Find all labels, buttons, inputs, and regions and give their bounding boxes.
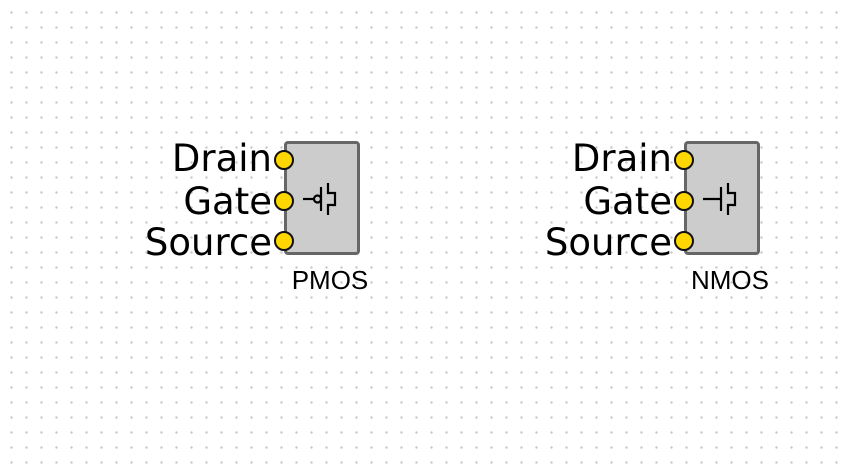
nmos-gate-pin[interactable]: [674, 191, 694, 211]
pin-label-source: Source: [144, 221, 272, 264]
pin-label-source: Source: [544, 221, 672, 264]
nmos-transistor-icon: [703, 183, 737, 215]
pin-label-gate: Gate: [183, 180, 272, 223]
component-label-pmos: PMOS: [291, 265, 369, 295]
pmos-component[interactable]: Drain Gate Source PMOS: [110, 132, 370, 302]
pin-label-drain: Drain: [571, 137, 672, 180]
pmos-transistor-icon: [303, 183, 337, 215]
pin-label-drain: Drain: [171, 137, 272, 180]
pmos-drain-pin[interactable]: [274, 150, 294, 170]
pmos-source-pin[interactable]: [274, 231, 294, 251]
nmos-drain-pin[interactable]: [674, 150, 694, 170]
pin-label-gate: Gate: [583, 180, 672, 223]
nmos-source-pin[interactable]: [674, 231, 694, 251]
nmos-component[interactable]: Drain Gate Source NMOS: [510, 132, 770, 302]
component-label-nmos: NMOS: [691, 265, 769, 295]
pmos-gate-pin[interactable]: [274, 191, 294, 211]
